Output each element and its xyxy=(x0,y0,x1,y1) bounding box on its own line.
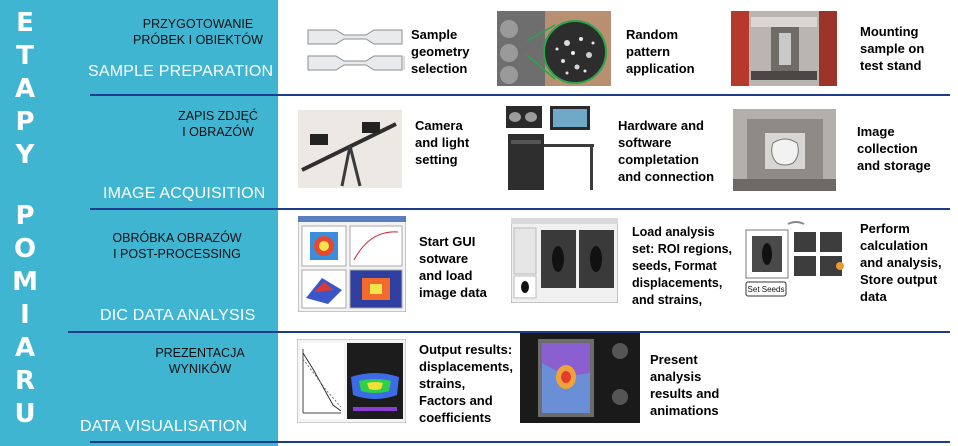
image-collection-image xyxy=(733,109,836,191)
side-letter: U xyxy=(14,399,36,429)
output-results-image xyxy=(297,339,406,423)
gui-software-image xyxy=(298,216,406,312)
side-band: E T A P Y P O M I A R U xyxy=(0,0,48,446)
side-letter: R xyxy=(14,366,36,396)
stage-title-pl: ZAPIS ZDJĘĆ I OBRAZÓW xyxy=(178,109,258,139)
side-letter: A xyxy=(14,74,36,104)
side-letter: I xyxy=(20,300,30,330)
step-description: Present analysis results and animations xyxy=(650,352,720,418)
side-letter: M xyxy=(12,267,38,297)
hardware-software-image xyxy=(498,104,598,194)
side-letter: P xyxy=(15,201,35,231)
sample-geometry-image xyxy=(302,22,408,78)
side-letter: A xyxy=(14,333,36,363)
step-description: Camera and light setting xyxy=(415,118,470,167)
step-description: Output results: displacements, strains, … xyxy=(419,342,513,425)
camera-light-image xyxy=(298,110,402,188)
side-letter: E xyxy=(16,8,34,38)
stage-divider xyxy=(90,208,950,210)
side-letter: Y xyxy=(15,140,35,170)
animation-results-image xyxy=(520,333,640,423)
stage-divider xyxy=(90,94,950,96)
set-seeds-label: Set Seeds xyxy=(748,285,785,294)
side-letter: T xyxy=(16,41,34,71)
stage-title-pl: PREZENTACJA WYNIKÓW xyxy=(155,346,245,376)
step-description: Load analysis set: ROI regions, seeds, F… xyxy=(632,225,733,307)
stage-label-band xyxy=(48,0,278,446)
stage-title-en: DIC DATA ANALYSIS xyxy=(100,307,256,324)
side-letter: P xyxy=(15,107,35,137)
calculation-image: Set Seeds xyxy=(740,220,848,302)
step-description: Mounting sample on test stand xyxy=(860,24,925,73)
stage-title-pl: OBRÓBKA OBRAZÓW I POST-PROCESSING xyxy=(112,231,242,261)
stage-title-en: SAMPLE PREPARATION xyxy=(88,63,274,80)
analysis-setup-image xyxy=(511,218,618,303)
stage-title-en: IMAGE ACQUISITION xyxy=(103,185,266,202)
stage-divider xyxy=(90,441,950,443)
stage-divider xyxy=(68,331,950,333)
step-description: Hardware and software completation and c… xyxy=(618,118,715,184)
random-pattern-image xyxy=(497,11,611,86)
step-description: Image collection and storage xyxy=(857,124,931,173)
test-stand-image xyxy=(731,11,837,86)
stage-title-en: DATA VISUALISATION xyxy=(80,418,248,435)
stage-title-pl: PRZYGOTOWANIE PRÓBEK I OBIEKTÓW xyxy=(133,17,263,47)
step-description: Random pattern application xyxy=(626,27,695,76)
step-description: Start GUI sotware and load image data xyxy=(419,234,487,300)
step-description: Sample geometry selection xyxy=(411,27,470,76)
side-letter: O xyxy=(13,234,37,264)
step-description: Perform calculation and analysis, Store … xyxy=(860,221,942,304)
